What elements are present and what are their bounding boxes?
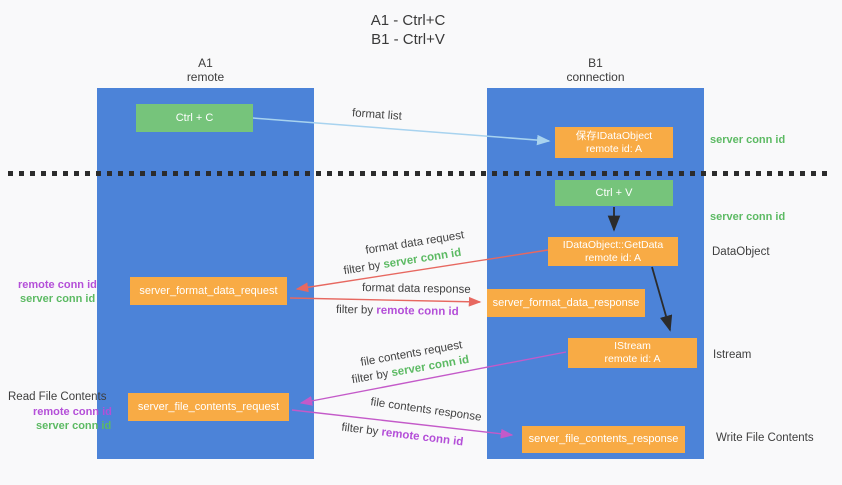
filter-by-text: filter by [335,303,374,317]
getdata-line2: remote id: A [584,251,642,264]
node-server-file-contents-response: server_file_contents_response [522,426,685,453]
node-ctrl-v: Ctrl + V [555,180,673,206]
node-server-file-contents-request: server_file_contents_request [128,393,289,421]
node-idataobject-getdata: IDataObject::GetData remote id: A [548,237,678,266]
node-istream: IStream remote id: A [568,338,697,368]
phase-separator-dotted-line [8,171,828,176]
format-response-label: server_format_data_response [492,296,640,309]
node-save-idataobject: 保存IDataObject remote id: A [555,127,673,158]
label-write-file-contents: Write File Contents [716,432,814,444]
format-request-label: server_format_data_request [139,284,278,297]
label-filter-by-server-conn-id-1: filter by server conn id [343,247,462,277]
right-server-conn-id-1: server conn id [710,134,786,146]
lifeline-b1-sub: connection [566,70,625,84]
arrow-format-data-response [289,296,482,307]
label-format-list: format list [351,107,403,123]
node-server-format-data-request: server_format_data_request [130,277,287,305]
label-istream: Istream [713,349,752,361]
label-dataobject: DataObject [712,246,770,258]
label-format-data-response: format data response [361,282,471,296]
filter-by-text: filter by [340,421,379,438]
left-remote-conn-id-2: remote conn id [33,406,112,418]
ctrl-v-label: Ctrl + V [595,186,633,199]
diagram-title: A1 - Ctrl+C B1 - Ctrl+V [0,11,816,49]
file-request-label: server_file_contents_request [137,400,280,413]
left-server-conn-id-1: server conn id [20,293,96,305]
getdata-line1: IDataObject::GetData [562,238,664,251]
istream-line2: remote id: A [604,353,661,365]
lifeline-a1-name: A1 [198,56,213,70]
title-line-2: B1 - Ctrl+V [371,31,445,48]
left-remote-conn-id-1: remote conn id [18,279,97,291]
label-file-contents-response: file contents response [369,396,483,424]
lifeline-header-b1: B1 connection [487,56,704,84]
label-filter-by-remote-conn-id-1: filter by remote conn id [336,304,459,318]
file-response-label: server_file_contents_response [528,433,679,445]
lifeline-header-a1: A1 remote [97,56,314,84]
label-filter-by-remote-conn-id-2: filter by remote conn id [341,422,464,449]
title-line-1: A1 - Ctrl+C [370,12,446,29]
lifeline-b1-name: B1 [588,56,603,70]
node-ctrl-c: Ctrl + C [136,104,253,132]
remote-conn-id-text: remote conn id [380,426,464,449]
node-server-format-data-response: server_format_data_response [487,289,645,317]
istream-line1: IStream [614,340,651,352]
ctrl-c-label: Ctrl + C [175,111,214,124]
left-server-conn-id-2: server conn id [36,420,112,432]
right-server-conn-id-2: server conn id [710,211,786,223]
filter-by-text: filter by [350,367,390,387]
save-idataobject-line1: 保存IDataObject [575,129,653,142]
lifeline-a1-sub: remote [186,70,225,84]
label-read-file-contents: Read File Contents [8,391,107,403]
save-idataobject-line2: remote id: A [585,142,643,155]
remote-conn-id-text: remote conn id [376,304,459,319]
filter-by-text: filter by [342,259,382,278]
